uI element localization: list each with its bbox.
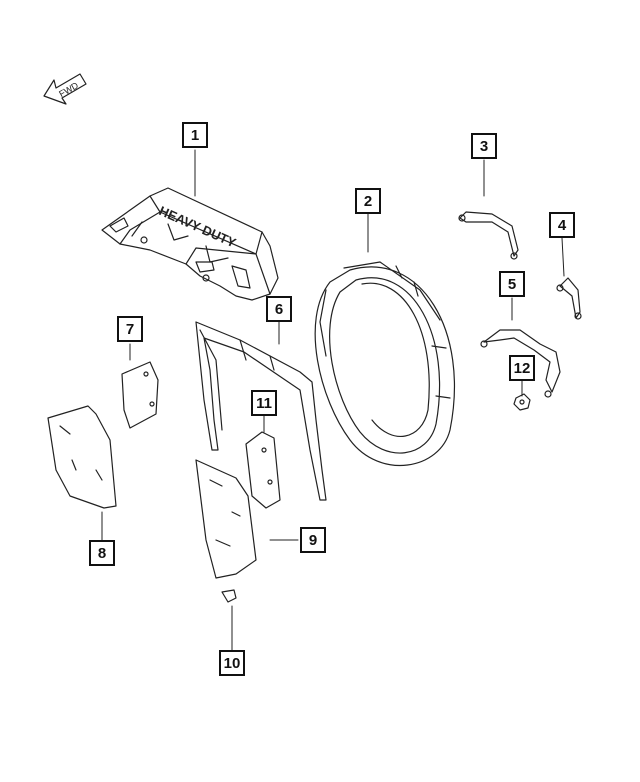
callout-10: 10 (219, 650, 245, 676)
callout-1: 1 (182, 122, 208, 148)
part-8-left-panel (47, 405, 117, 509)
leader-lines (101, 149, 565, 651)
callout-4: 4 (549, 212, 575, 238)
callout-11: 11 (251, 390, 277, 416)
part-12-nut (513, 393, 531, 411)
part-6-side-frame (195, 321, 327, 501)
part-11-panel (245, 431, 281, 509)
callout-2: 2 (355, 188, 381, 214)
part-2-fan-shroud-ring (314, 261, 455, 466)
part-3-bracket (458, 211, 519, 260)
front-direction-arrow-icon: FWD (43, 73, 87, 105)
callout-5: 5 (499, 271, 525, 297)
callout-9: 9 (300, 527, 326, 553)
callout-3: 3 (471, 133, 497, 159)
callout-12: 12 (509, 355, 535, 381)
part-4-bracket (556, 277, 582, 320)
part-7-panel (121, 361, 159, 429)
part-9-center-panel (195, 459, 257, 579)
callout-7: 7 (117, 316, 143, 342)
callout-6: 6 (266, 296, 292, 322)
part-5-bracket (480, 329, 561, 398)
part-1-upper-shroud: HEAVY DUTY (101, 187, 279, 301)
callout-8: 8 (89, 540, 115, 566)
part-10-clip (221, 589, 237, 603)
